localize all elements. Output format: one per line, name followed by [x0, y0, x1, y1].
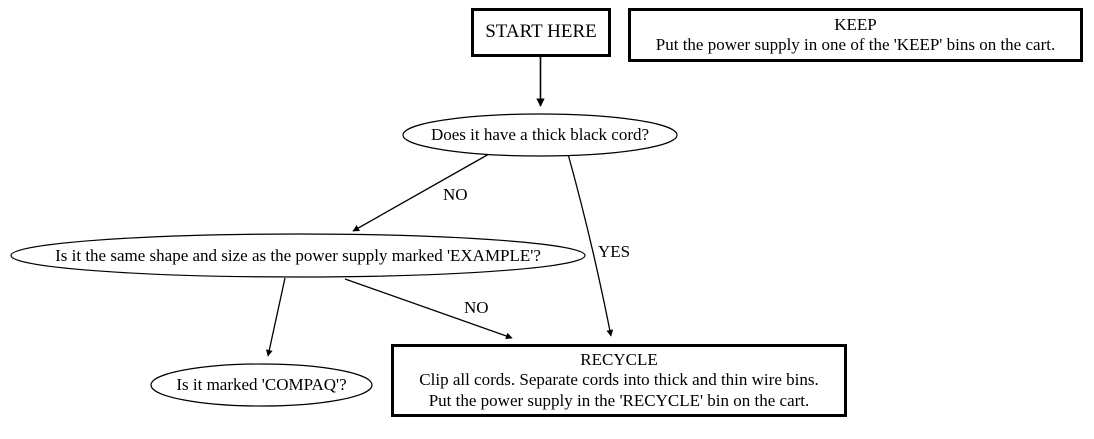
edge-label-cord-yes: YES: [598, 242, 631, 261]
cord-question-label: Does it have a thick black cord?: [430, 125, 650, 145]
example-question-label: Is it the same shape and size as the pow…: [55, 245, 541, 265]
keep-title: KEEP: [834, 14, 877, 34]
recycle-instruction-2: Put the power supply in the 'RECYCLE' bi…: [428, 390, 810, 410]
ellipse-shape: [150, 363, 373, 407]
ellipse-shape: [10, 233, 586, 278]
node-start-here[interactable]: START HERE: [471, 8, 611, 57]
node-example-question[interactable]: Is it the same shape and size as the pow…: [10, 233, 586, 278]
edge-example-to-recycle-no: [344, 278, 513, 340]
edge-cord-to-recycle-yes: [567, 153, 614, 337]
recycle-title: RECYCLE: [580, 350, 658, 370]
node-cord-question[interactable]: Does it have a thick black cord?: [402, 113, 678, 157]
recycle-instruction-1: Clip all cords. Separate cords into thic…: [419, 370, 819, 390]
edge-label-cord-no: NO: [443, 185, 468, 204]
edge-label-example-no: NO: [464, 298, 489, 317]
node-compaq-question[interactable]: Is it marked 'COMPAQ'?: [150, 363, 373, 407]
keep-instruction: Put the power supply in one of the 'KEEP…: [655, 35, 1056, 54]
node-recycle[interactable]: RECYCLE Clip all cords. Separate cords i…: [391, 344, 847, 417]
start-here-label: START HERE: [485, 21, 597, 43]
edge-cord-to-example-no: [352, 153, 490, 232]
edge-example-to-compaq: [265, 277, 286, 357]
compaq-question-label: Is it marked 'COMPAQ'?: [176, 375, 347, 395]
node-keep[interactable]: KEEP Put the power supply in one of the …: [628, 8, 1083, 62]
ellipse-shape: [402, 113, 678, 157]
